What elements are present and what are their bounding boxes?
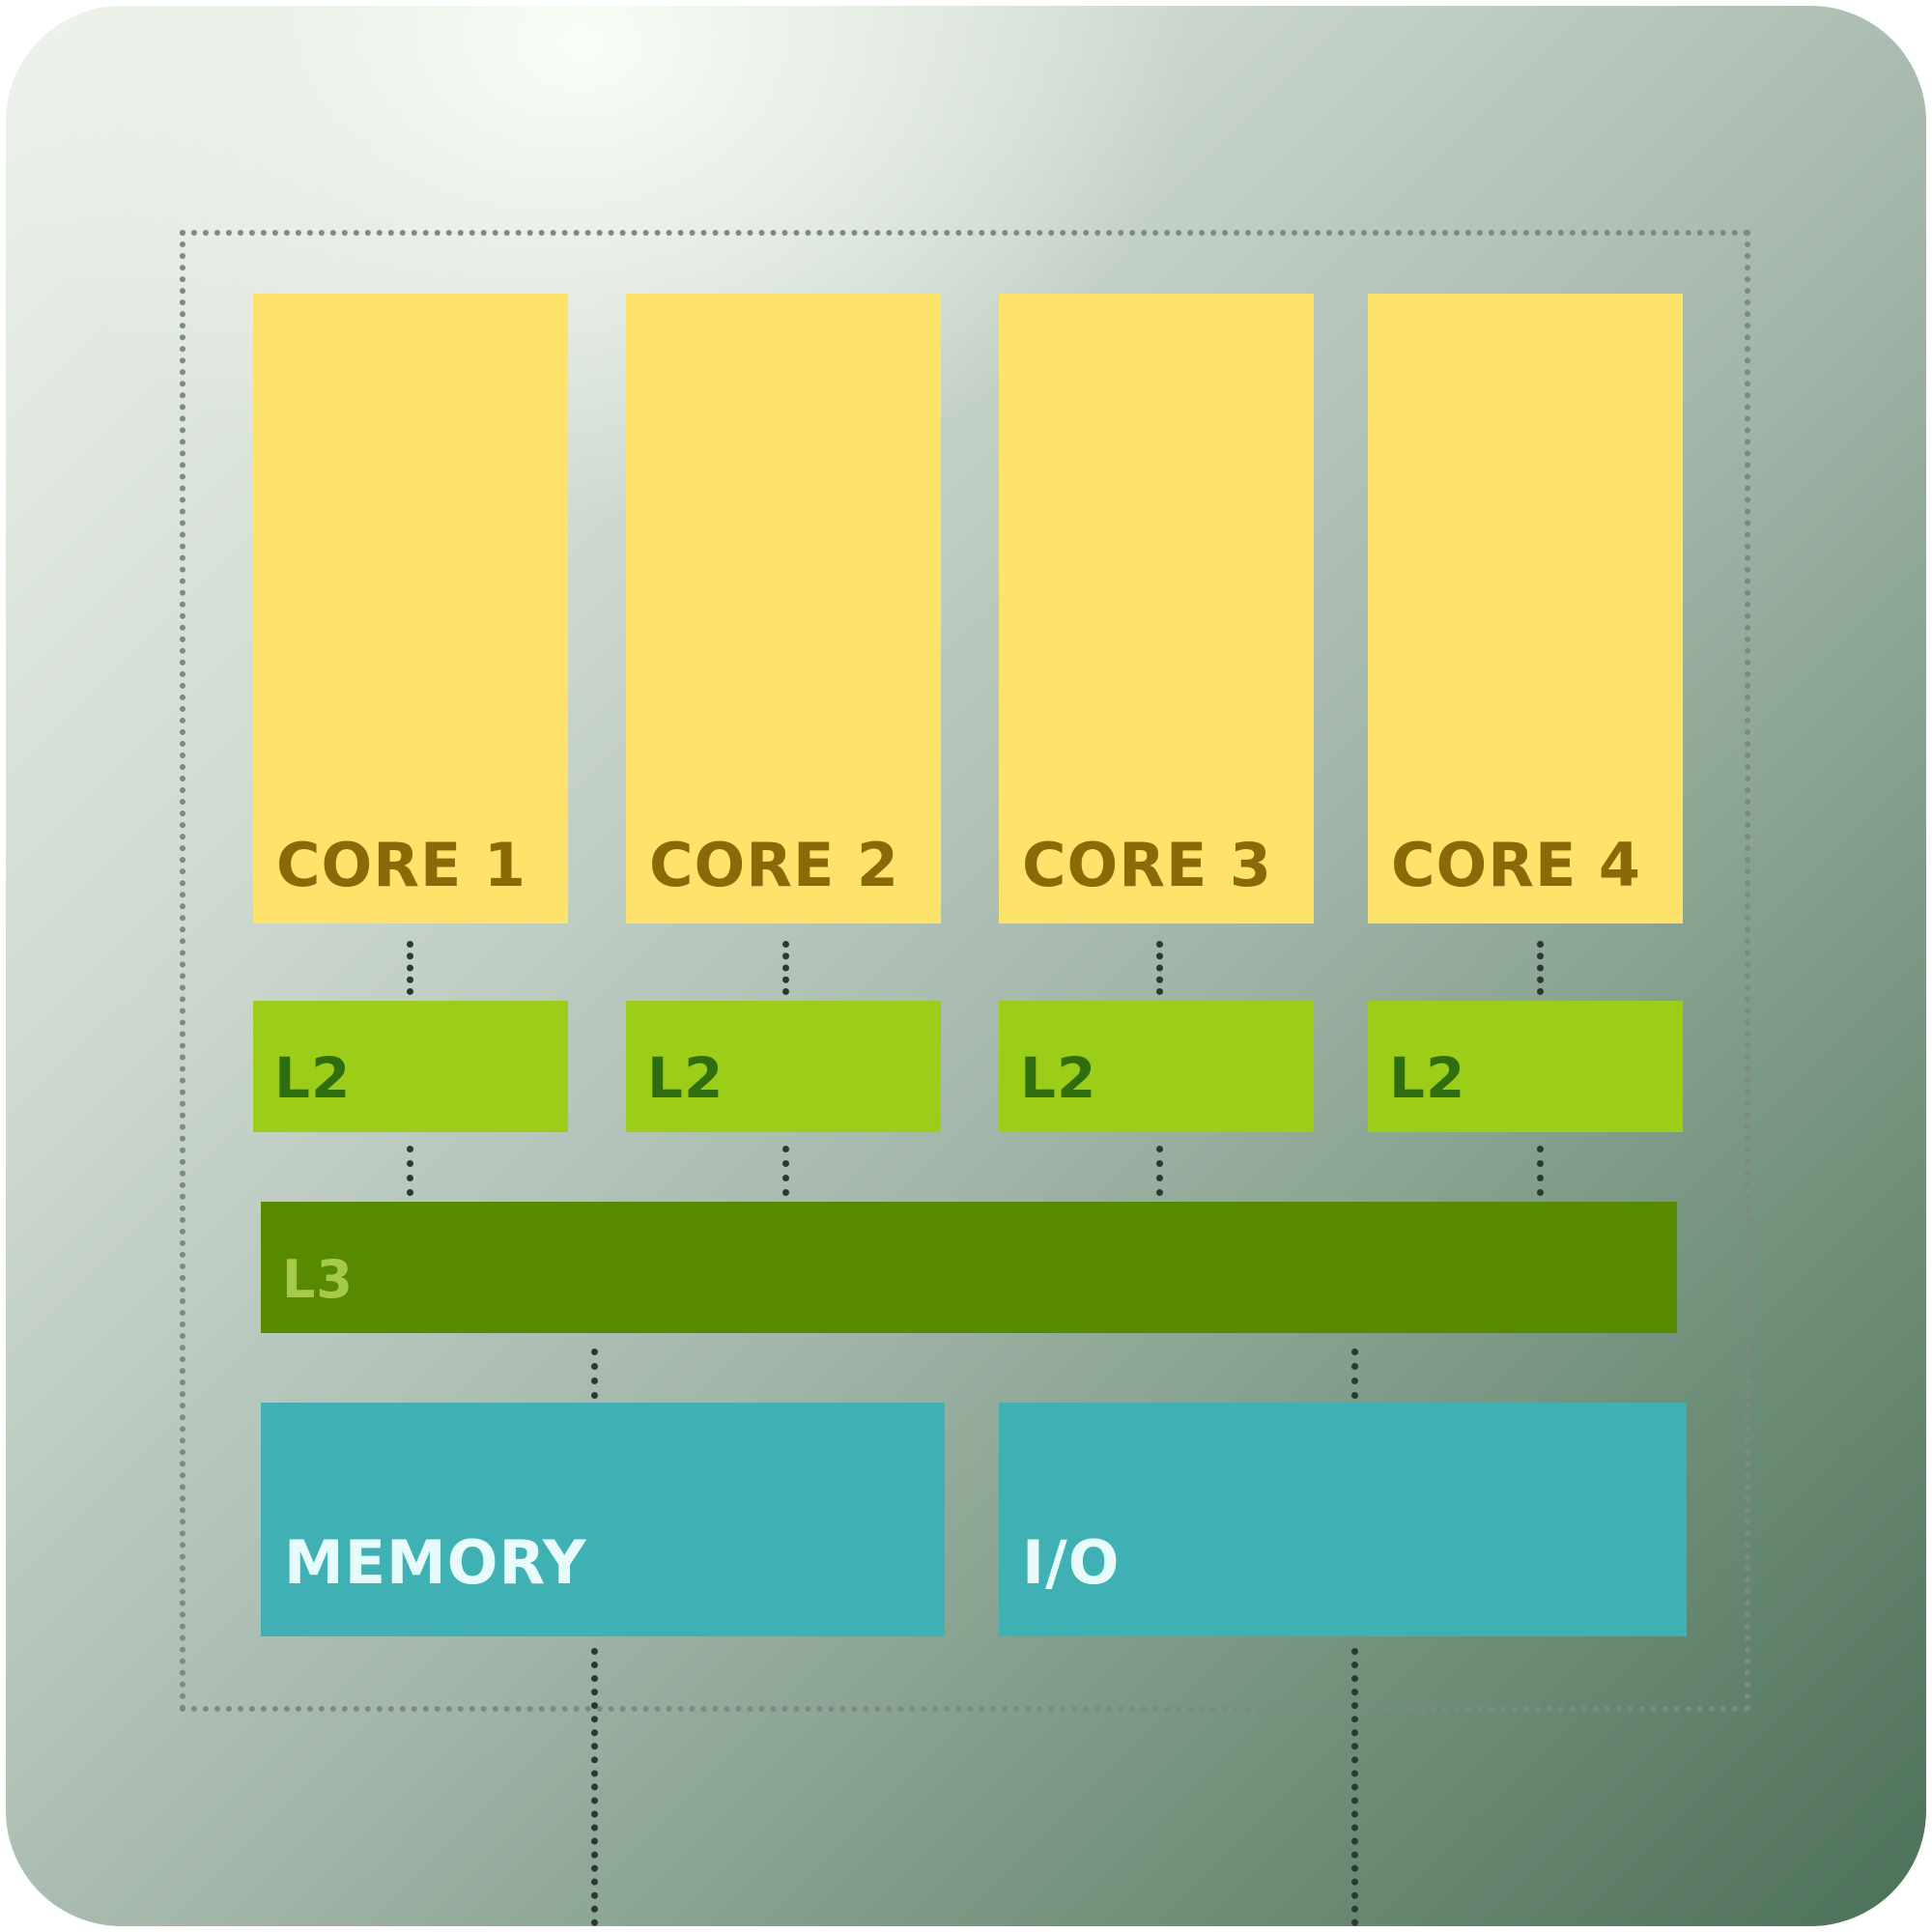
core-1-l2-wire	[407, 941, 413, 995]
l2-3-l3-wire	[1156, 1146, 1163, 1196]
l3-memory-wire	[591, 1349, 598, 1399]
l2-2-l3-wire	[782, 1146, 789, 1196]
core-4-label: CORE 4	[1391, 830, 1642, 900]
l2-4-l3-wire	[1537, 1146, 1544, 1196]
l2-cache-3: L2	[999, 1001, 1314, 1132]
l2-cache-1-label: L2	[274, 1045, 352, 1111]
l2-cache-2-label: L2	[647, 1045, 724, 1111]
memory-block: MEMORY	[261, 1403, 945, 1636]
memory-offchip-wire	[591, 1648, 598, 1926]
chip-package: CORE 1 CORE 2 CORE 3 CORE 4 L2 L2 L2 L2 …	[6, 6, 1926, 1926]
l2-cache-3-label: L2	[1020, 1045, 1097, 1111]
core-2-label: CORE 2	[649, 830, 900, 900]
core-4-block: CORE 4	[1368, 294, 1683, 923]
core-1-label: CORE 1	[276, 830, 527, 900]
l3-cache-label: L3	[282, 1249, 354, 1310]
core-2-l2-wire	[782, 941, 789, 995]
die-outline	[180, 230, 1750, 1712]
l3-io-wire	[1351, 1349, 1358, 1399]
core-1-block: CORE 1	[253, 294, 568, 923]
memory-label: MEMORY	[284, 1527, 587, 1598]
l3-cache: L3	[261, 1202, 1677, 1333]
l2-cache-4: L2	[1368, 1001, 1683, 1132]
io-label: I/O	[1022, 1527, 1121, 1598]
l2-cache-2: L2	[626, 1001, 941, 1132]
core-3-label: CORE 3	[1022, 830, 1273, 900]
core-4-l2-wire	[1537, 941, 1544, 995]
l2-cache-4-label: L2	[1389, 1045, 1466, 1111]
core-3-block: CORE 3	[999, 294, 1314, 923]
l2-cache-1: L2	[253, 1001, 568, 1132]
core-2-block: CORE 2	[626, 294, 941, 923]
io-block: I/O	[999, 1403, 1687, 1636]
core-3-l2-wire	[1156, 941, 1163, 995]
io-offchip-wire	[1351, 1648, 1358, 1926]
l2-1-l3-wire	[407, 1146, 413, 1196]
